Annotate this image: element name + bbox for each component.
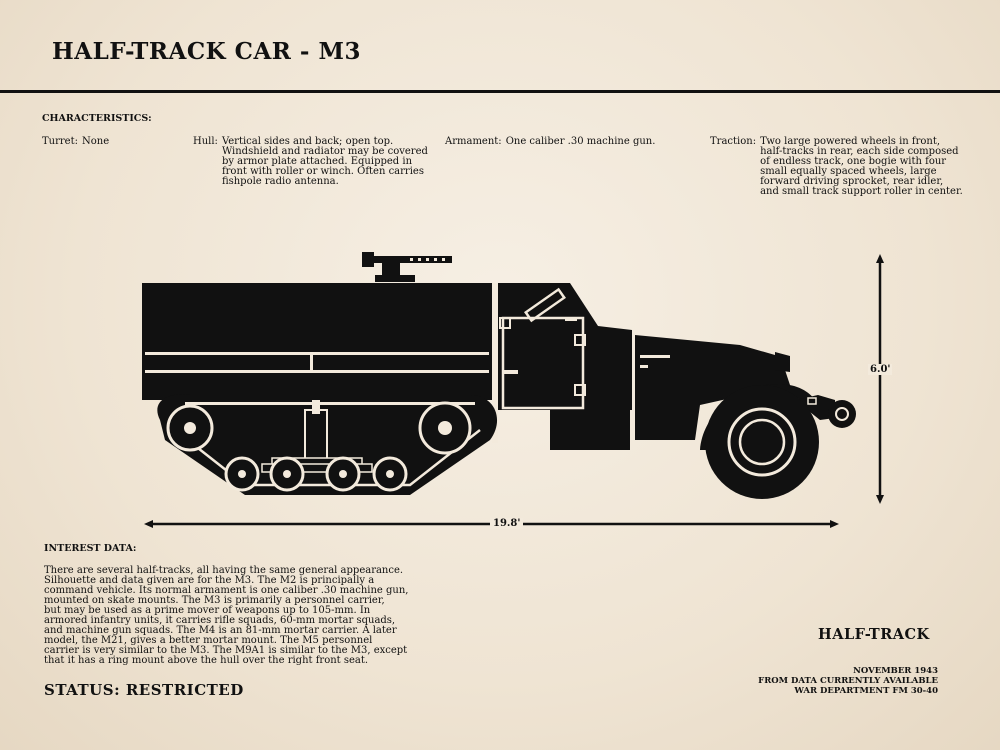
source-reference: WAR DEPARTMENT FM 30-40 <box>794 686 938 696</box>
armament-text: One caliber .30 machine gun. <box>505 136 656 147</box>
front-wheel <box>705 385 819 499</box>
page-title: HALF-TRACK CAR - M3 <box>52 38 361 65</box>
title-divider <box>0 90 1000 93</box>
armament-label: Armament: <box>445 136 502 147</box>
traction-spec: Traction: Two large powered wheels in fr… <box>710 137 963 197</box>
cab <box>498 283 632 450</box>
traction-label: Traction: <box>710 136 757 147</box>
height-dimension-label: 6.0' <box>868 364 893 375</box>
turret-text: None <box>81 136 110 147</box>
bogie <box>261 400 373 473</box>
vehicle-name: HALF-TRACK <box>818 626 930 643</box>
interest-heading: INTEREST DATA: <box>44 543 137 554</box>
armament-spec: Armament: One caliber .30 machine gun. <box>445 137 655 147</box>
characteristics-heading: CHARACTERISTICS: <box>42 113 152 124</box>
machine-gun <box>362 252 452 282</box>
rear-idler <box>166 404 214 452</box>
hull-body <box>142 283 498 443</box>
drive-sprocket <box>418 401 472 455</box>
source-note: FROM DATA CURRENTLY AVAILABLE <box>758 676 938 686</box>
status-label: STATUS: RESTRICTED <box>44 681 244 699</box>
engine-hood <box>635 335 795 440</box>
source-date: NOVEMBER 1943 <box>853 666 938 676</box>
source-block: NOVEMBER 1943 FROM DATA CURRENTLY AVAILA… <box>758 666 938 696</box>
road-wheels <box>224 456 408 492</box>
hull-text: Vertical sides and back; open top. Winds… <box>221 136 428 187</box>
turret-spec: Turret: None <box>42 137 109 147</box>
turret-label: Turret: <box>42 136 78 147</box>
interest-text: There are several half-tracks, all havin… <box>44 565 409 666</box>
length-dimension-label: 19.8' <box>490 518 524 529</box>
hull-label: Hull: <box>193 136 218 147</box>
traction-text: Two large powered wheels in front, half-… <box>760 136 963 197</box>
hull-spec: Hull: Vertical sides and back; open top.… <box>193 137 428 187</box>
